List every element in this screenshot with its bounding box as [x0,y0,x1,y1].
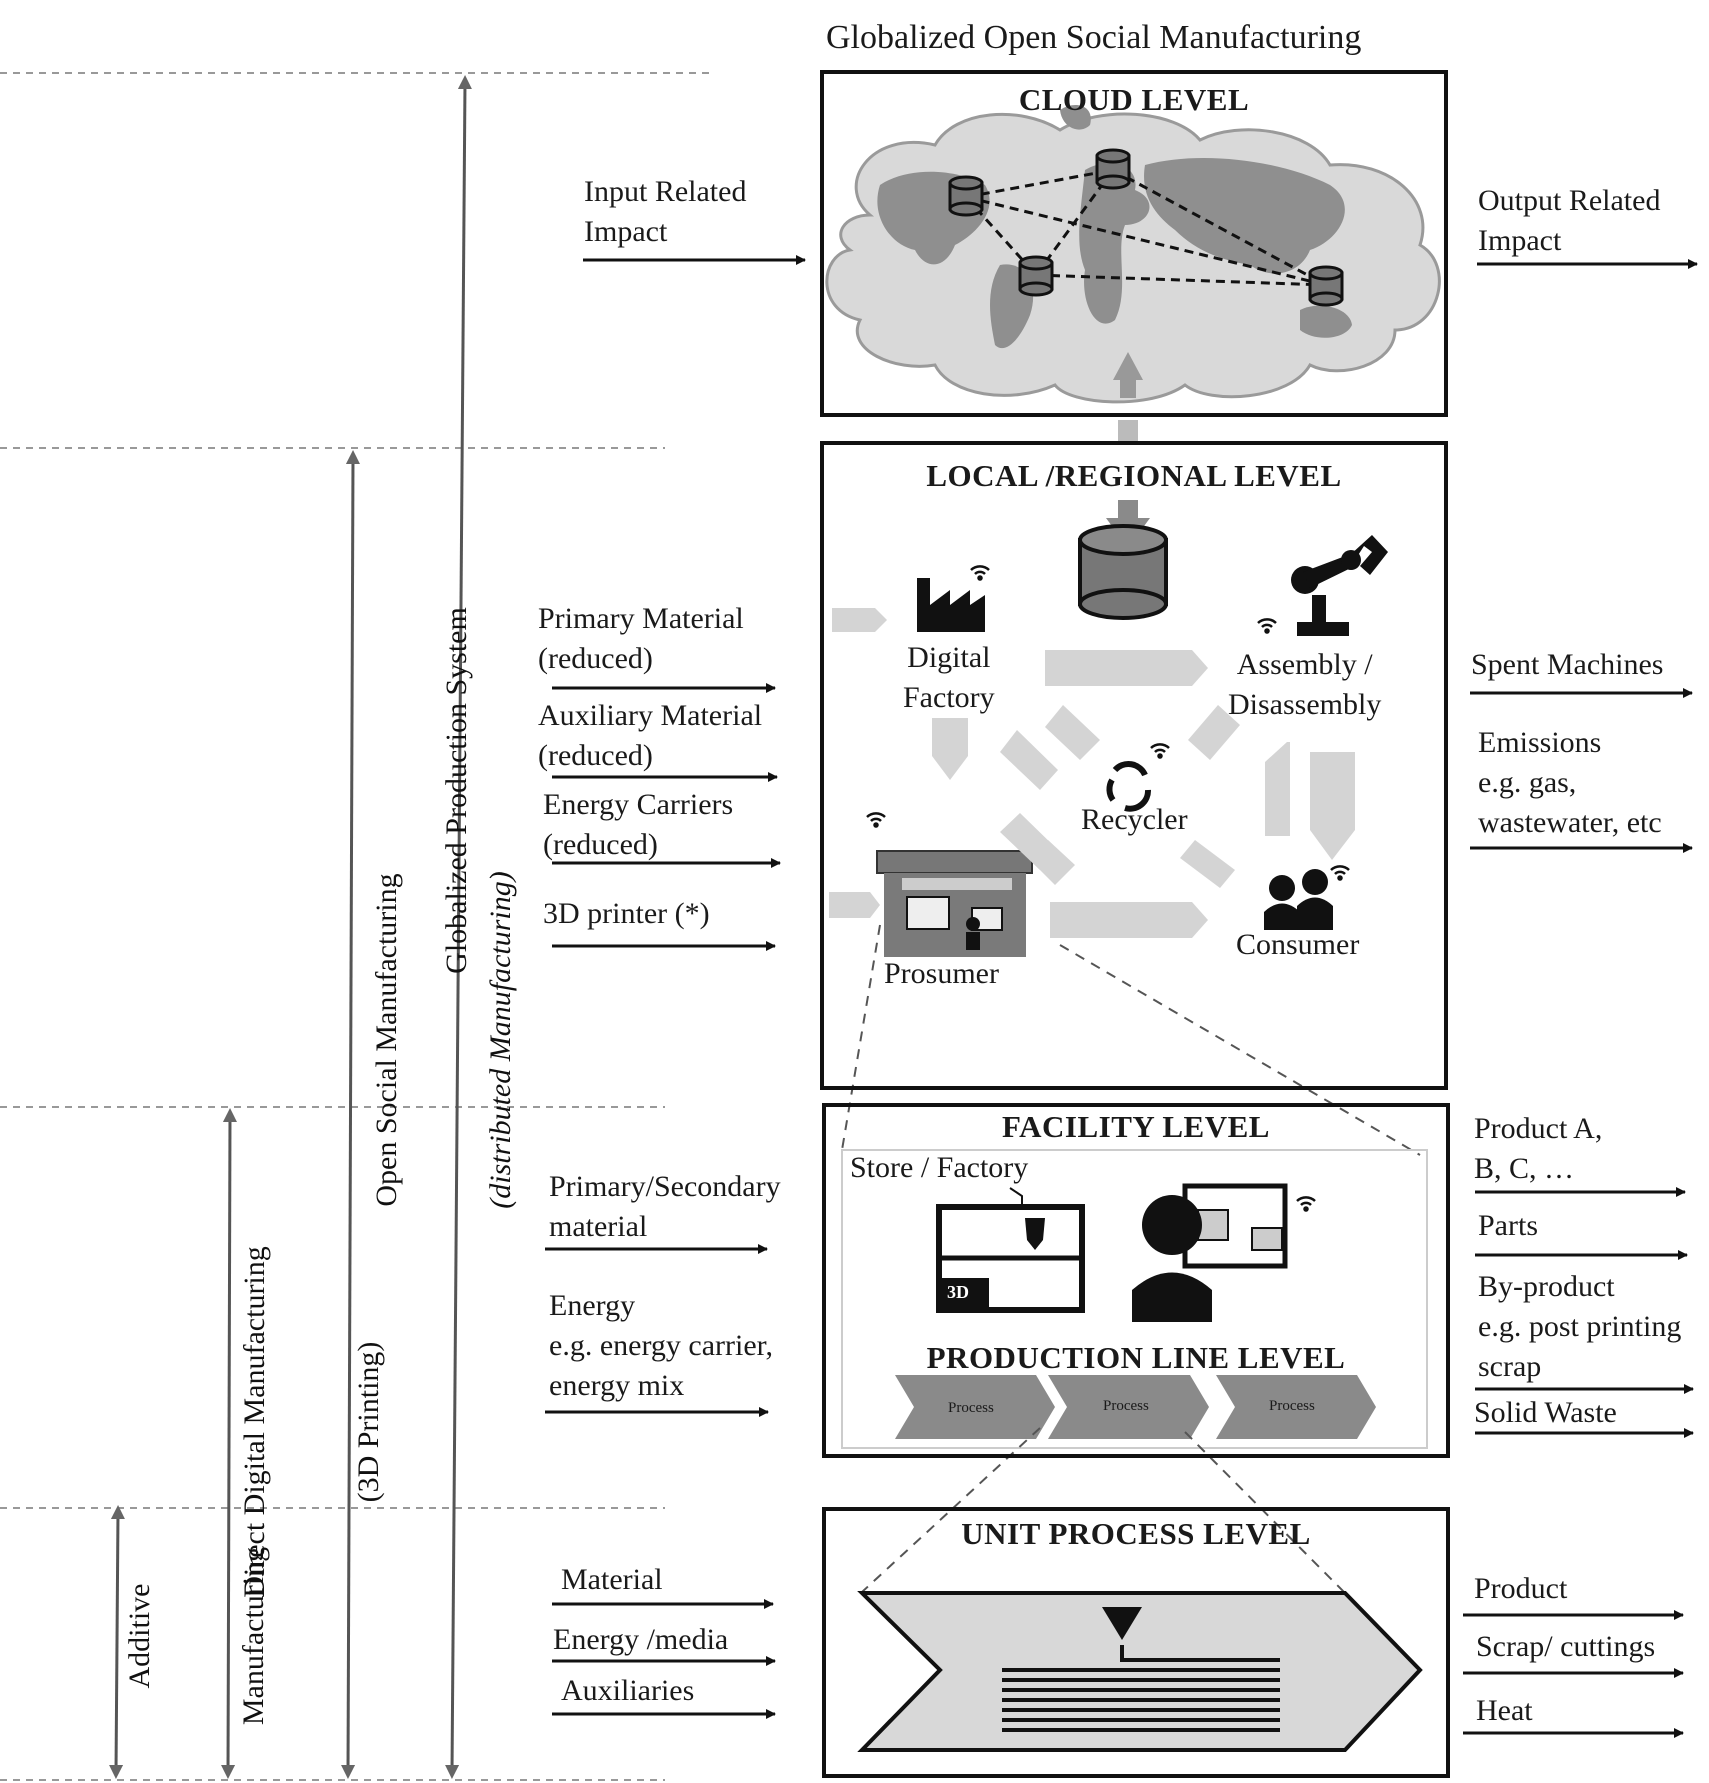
local-input-label: Energy Carriers (reduced) [543,788,734,861]
zoom-lines-local [841,924,1421,1156]
local-output-label: Emissions e.g. gas, wastewater, etc [1478,726,1662,839]
prosumer-store-icon [876,850,1033,957]
local-level-title: LOCAL /REGIONAL LEVEL [926,458,1342,493]
facility-output-label: Solid Waste [1474,1396,1617,1429]
globalized-production-arrow [445,75,472,1779]
open-social-arrow [341,450,360,1779]
local-flow-arrows [829,608,1355,938]
process-step-label: Process [948,1400,994,1416]
wifi-icon [1330,865,1350,881]
consumer-icon [1264,869,1333,930]
cloud-local-link-arrow [1106,352,1150,548]
recycle-icon [1106,761,1151,812]
cloud-level-box [820,70,1448,417]
production-line-level-title: PRODUCTION LINE LEVEL [926,1340,1346,1375]
consumer-label: Consumer [1236,928,1360,961]
local-output-label: Spent Machines [1471,648,1664,681]
additive-manufacturing-label: Additive Manufacturing [123,1546,270,1726]
wifi-icon [1296,1196,1316,1212]
factory-icon [917,578,985,632]
facility-input-label: Energy e.g. energy carrier, energy mix [549,1289,773,1402]
recycler-label: Recycler [1081,803,1188,836]
store-factory-label: Store / Factory [850,1151,1029,1184]
facility-output-label: Product A, B, C, … [1474,1112,1603,1185]
io-arrows [545,255,1698,1738]
database-node-icon [1095,148,1131,190]
cloud-input-label: Input Related Impact [584,175,747,248]
facility-output-label: Parts [1478,1209,1538,1242]
unit-process-chevron [857,1591,1423,1752]
robot-arm-icon [1291,535,1388,636]
database-node-icon [948,175,984,217]
unit-input-label: Auxiliaries [561,1674,695,1707]
wifi-icon [970,565,990,581]
3d-printer-icon [936,1187,1085,1313]
assembly-label: Assembly / Disassembly [1228,648,1382,721]
process-step-label: Process [1103,1398,1149,1414]
cloud-level-title: CLOUD LEVEL [1018,82,1250,117]
wifi-icon [1150,743,1170,759]
unit-input-label: Material [561,1563,663,1596]
local-input-label: 3D printer (*) [543,897,710,930]
diagram-title: Globalized Open Social Manufacturing [826,19,1362,56]
printer-3d-label: 3D [947,1282,969,1302]
production-line-chevrons [895,1375,1376,1439]
unit-input-label: Energy /media [553,1623,729,1656]
facility-level-title: FACILITY LEVEL [1002,1109,1270,1144]
local-central-database-icon [1078,524,1168,620]
process-step-label: Process [1269,1398,1315,1414]
cloud-world-map [825,105,1441,404]
additive-arrow [109,1505,125,1779]
facility-inner-frame [841,1149,1428,1449]
digital-factory-label: Digital Factory [903,641,995,714]
cloud-output-label: Output Related Impact [1478,184,1661,257]
wifi-icons [866,565,1350,1212]
unit-output-label: Scrap/ cuttings [1476,1630,1656,1663]
local-input-label: Primary Material (reduced) [538,602,744,675]
direct-digital-arrow [221,1108,237,1779]
facility-input-label: Primary/Secondary material [549,1170,781,1243]
local-input-label: Auxiliary Material (reduced) [538,699,763,772]
unit-process-level-title: UNIT PROCESS LEVEL [961,1516,1311,1551]
facility-level-box [822,1103,1450,1458]
wifi-icon [1257,618,1277,634]
unit-process-level-box [822,1507,1450,1778]
wifi-icon [866,812,886,828]
operator-with-computer-icon [1132,1183,1288,1322]
unit-output-label: Product [1474,1572,1568,1605]
local-level-box [820,441,1448,1090]
database-node-icon [1018,255,1054,297]
prosumer-label: Prosumer [884,957,999,990]
unit-output-label: Heat [1476,1694,1533,1727]
facility-output-label: By-product e.g. post printing scrap [1478,1270,1682,1383]
database-node-icon [1308,265,1344,307]
